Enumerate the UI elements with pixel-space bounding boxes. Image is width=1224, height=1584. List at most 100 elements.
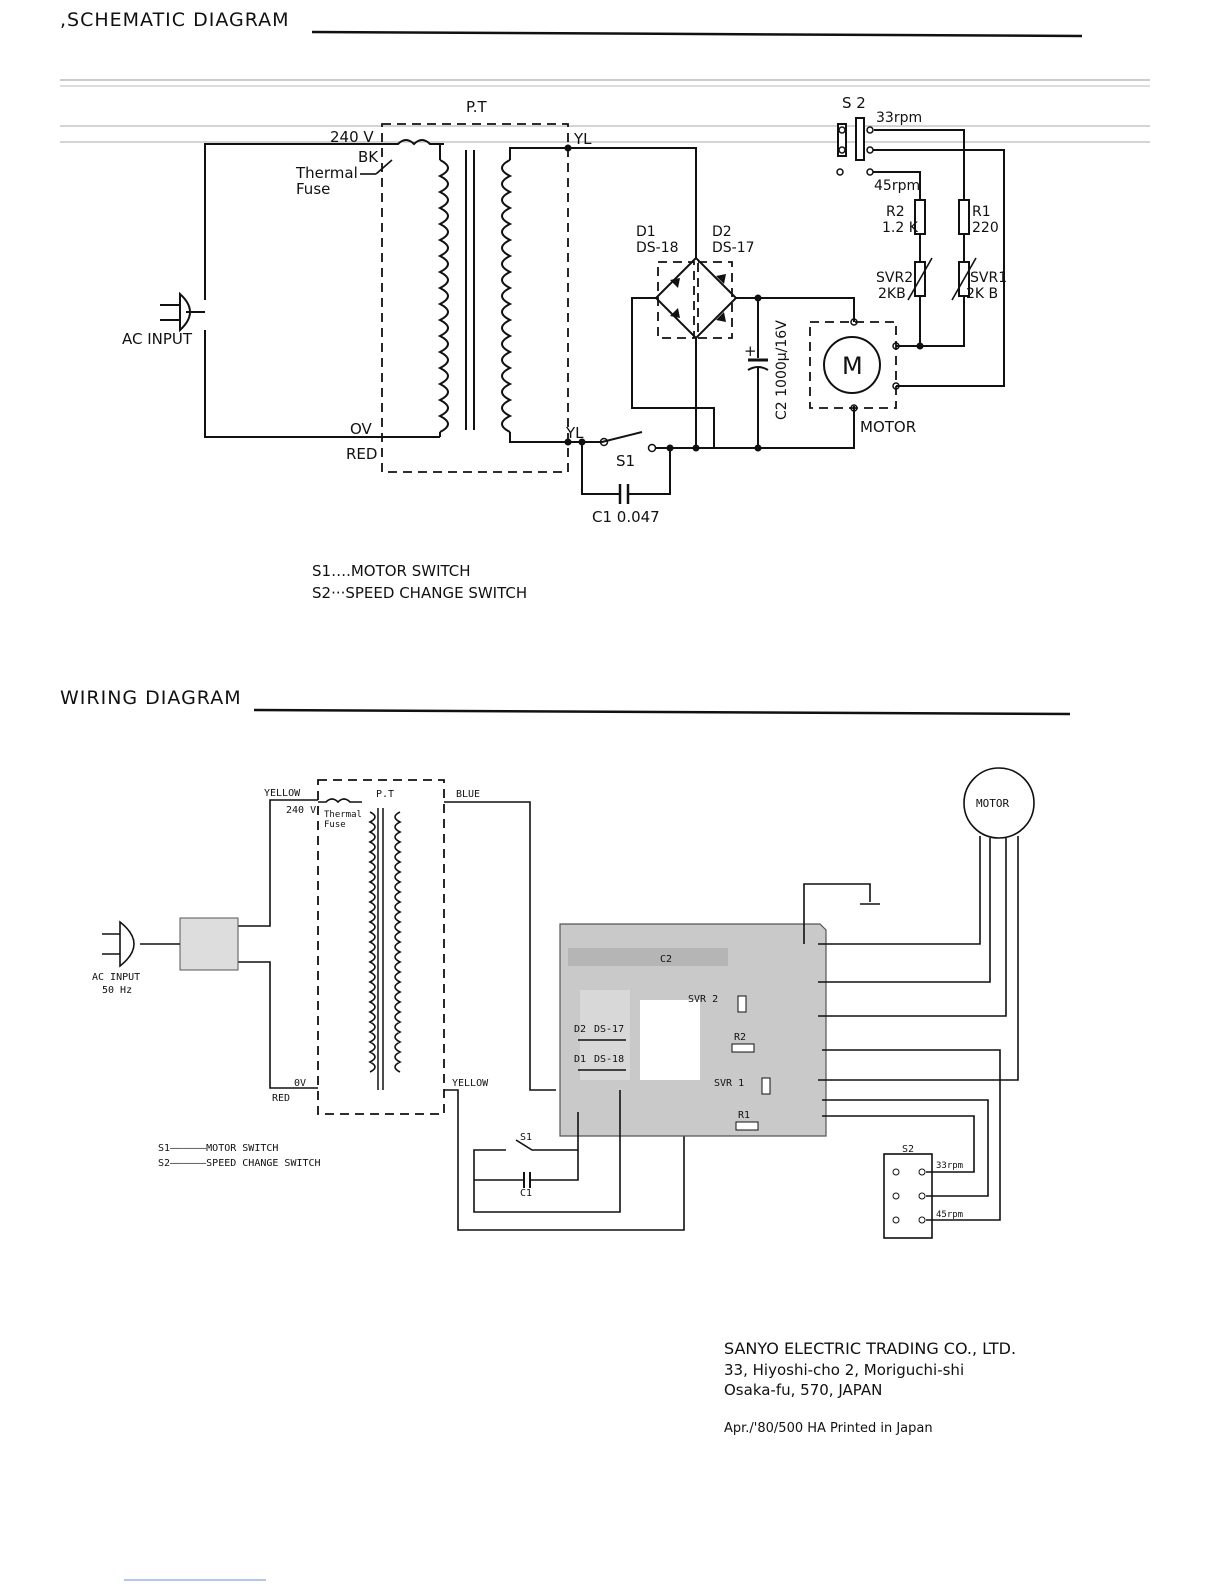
wd-s1-switch (515, 1112, 579, 1151)
r2-label: R2 (886, 204, 905, 220)
r1-label: R1 (972, 204, 991, 220)
pcb-cutout (640, 1000, 700, 1080)
s1-label: S1 (616, 452, 635, 470)
wd-ac-plug-icon (119, 920, 135, 968)
pcb-d2-label: D2 (574, 1024, 586, 1035)
s2-pin (866, 126, 874, 134)
yl-bottom-label: YL (565, 424, 584, 442)
wiring-heading: WIRING DIAGRAM (60, 687, 242, 709)
mains-wire-top (204, 143, 382, 300)
bridge-rectifier (654, 256, 738, 340)
wd-transformer-box (317, 779, 445, 1115)
thermal-label: Thermal (295, 164, 358, 182)
diode-icon (670, 278, 680, 288)
d2-label: D2 (712, 224, 732, 240)
thermal-fuse-curl (382, 139, 444, 146)
wd-motor-wire (818, 838, 991, 983)
wire-bridge-plus (736, 297, 855, 322)
schematic-heading: ,SCHEMATIC DIAGRAM (60, 9, 290, 31)
wd-motor-wire (818, 836, 981, 945)
s2-contact (855, 117, 865, 161)
wd-secondary-winding (394, 811, 402, 1073)
wd-wire-yellow-secondary (444, 1089, 685, 1231)
s2-contact (837, 123, 847, 157)
schematic-heading-rule (311, 30, 1083, 38)
wd-wire-blue (444, 801, 556, 1091)
wd-motor-label: MOTOR (976, 797, 1009, 810)
wd-motor-icon (963, 767, 1035, 839)
d1-label: D1 (636, 224, 656, 240)
motor-box (809, 321, 897, 409)
wd-s1-wire (473, 1090, 621, 1213)
motor-icon (823, 336, 881, 394)
motor-m: M (842, 352, 863, 380)
secondary-lead-top (509, 147, 568, 160)
svr1-value: 2K B (966, 286, 998, 302)
red-label: RED (346, 445, 377, 463)
pt-label: P.T (466, 98, 487, 116)
wd-s2-pin (918, 1168, 926, 1176)
r1-value: 220 (972, 220, 999, 236)
svr1-lead (896, 296, 965, 347)
diode-icon (716, 312, 726, 322)
footer-company: SANYO ELECTRIC TRADING CO., LTD. (724, 1339, 1016, 1358)
pcb-pad (580, 990, 630, 1080)
wd-connector-block (179, 917, 239, 971)
motor-terminal (850, 404, 858, 412)
r2-value: 1.2 K (882, 220, 919, 236)
pcb-r1 (735, 1121, 759, 1131)
wd-s1-label: S1 (520, 1132, 532, 1143)
wd-ac-input-label: AC INPUT (92, 972, 140, 983)
wd-legend-s2: S2——————SPEED CHANGE SWITCH (158, 1158, 321, 1169)
pcb-d1-part: DS-18 (594, 1054, 624, 1065)
wd-primary-winding (368, 811, 376, 1073)
s2-pin (836, 168, 844, 176)
svr2-value: 2KB (878, 286, 906, 302)
wd-legend-s1: S1——————MOTOR SWITCH (158, 1143, 278, 1154)
wd-s2-wire (822, 1115, 975, 1173)
d2-box (697, 261, 733, 339)
wd-rpm45-label: 45rpm (936, 1210, 963, 1220)
wire-45rpm (873, 171, 921, 200)
pcb-svr1 (761, 1077, 771, 1095)
node (754, 444, 762, 452)
s1-contact (647, 443, 657, 453)
wd-s2-pin (918, 1192, 926, 1200)
wiring-heading-rule (253, 708, 1071, 716)
wire-bridge-left (631, 297, 715, 448)
diode-icon (716, 274, 726, 284)
yl-top-label: YL (573, 130, 592, 148)
wd-thermal-fuse (318, 798, 362, 804)
c2-plate (747, 366, 769, 371)
wd-pt-label: P.T (376, 789, 394, 800)
wd-ground-wire (803, 883, 871, 944)
v240-label: 240 V (330, 128, 374, 146)
ov-label: OV (350, 420, 373, 438)
transformer-box (381, 123, 569, 473)
fuse-label: Fuse (296, 180, 330, 198)
bk-label: BK (358, 148, 379, 166)
wd-hz-label: 50 Hz (102, 985, 132, 996)
wd-rpm33-label: 33rpm (936, 1161, 963, 1171)
svr2-label: SVR2 (876, 270, 913, 286)
secondary-winding (501, 159, 513, 433)
pcb-svr1-label: SVR 1 (714, 1078, 744, 1089)
wd-yellow-bottom-label: YELLOW (452, 1078, 489, 1089)
diode-icon (670, 308, 680, 318)
d2-part: DS-17 (712, 240, 755, 256)
s2-pin (838, 146, 846, 154)
primary-winding (437, 159, 449, 433)
pcb-c2-label: C2 (660, 954, 672, 965)
wd-c1-label: C1 (520, 1188, 532, 1199)
d1-part: DS-18 (636, 240, 679, 256)
wd-wire-red (238, 961, 318, 1089)
c1-lead (628, 448, 671, 495)
motor-label: MOTOR (860, 418, 916, 436)
svr1-label: SVR1 (970, 270, 1007, 286)
pcb-r1-label: R1 (738, 1110, 750, 1121)
wire-s2-common (873, 149, 1005, 387)
s2-pin (838, 126, 846, 134)
d1-box (657, 261, 695, 339)
node (916, 342, 924, 350)
